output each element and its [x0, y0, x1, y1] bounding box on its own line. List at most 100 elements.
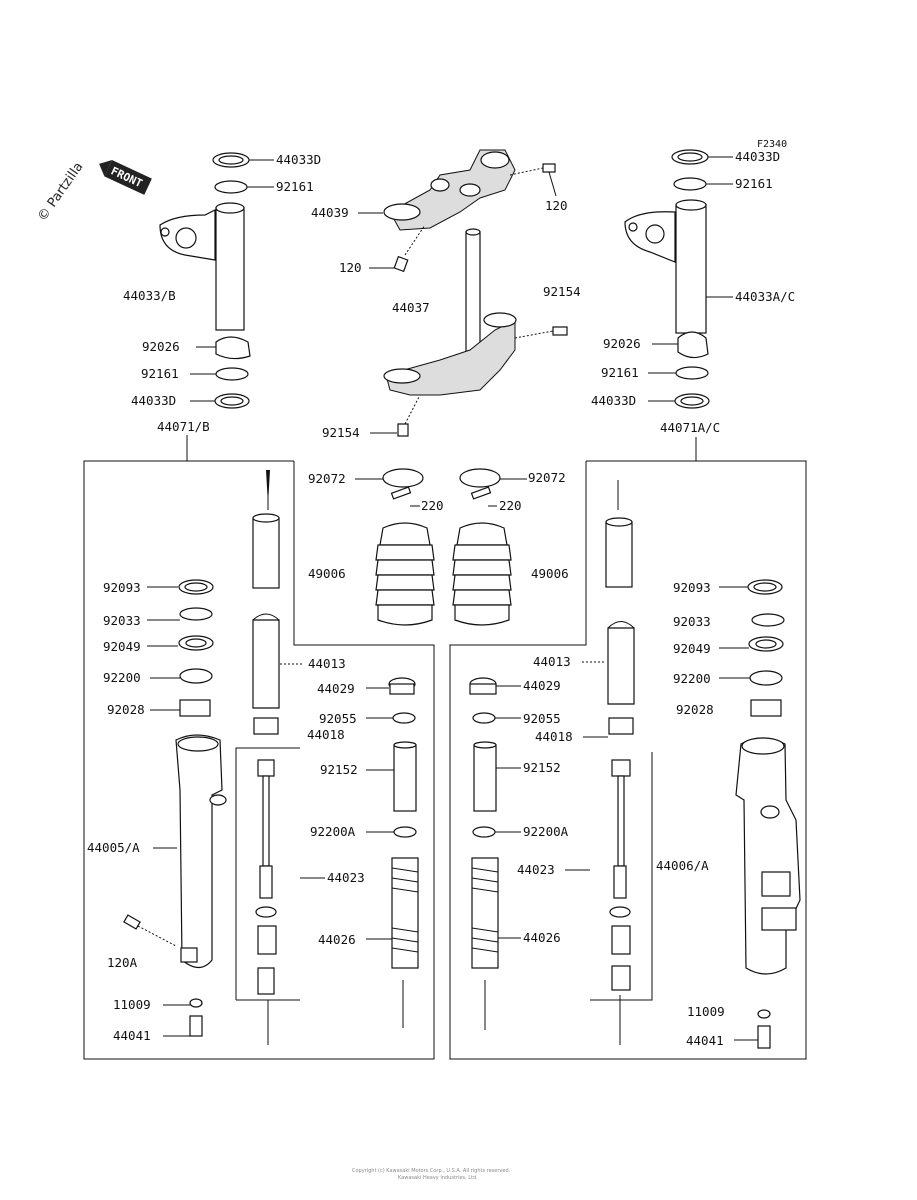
- ring-92033-left: [179, 607, 213, 621]
- label-44033b: 44033/B: [123, 288, 176, 303]
- label-220-left: 220: [421, 498, 444, 513]
- washer-92200a-right: [472, 826, 496, 838]
- label-44033d-low-right: 44033D: [591, 393, 636, 408]
- tube-upper-cut-left: [252, 517, 280, 589]
- upper-clamp-44039: [389, 149, 516, 231]
- oring-92055-left: [392, 712, 416, 724]
- washer-92200a-left: [393, 826, 417, 838]
- dust-boot-49006-right: [452, 522, 512, 626]
- label-44041-left: 44041: [113, 1028, 151, 1043]
- right-lower-group: [469, 480, 801, 1049]
- label-44013-left: 44013: [308, 656, 346, 671]
- label-44026-left: 44026: [318, 932, 356, 947]
- watermark-text: © Partzilla: [35, 160, 87, 225]
- label-92049-left: 92049: [103, 639, 141, 654]
- circlip-92161-mid-left: [215, 367, 249, 381]
- inner-tube-44033b: [215, 207, 245, 331]
- label-92026-right: 92026: [603, 336, 641, 351]
- label-44041-right: 44041: [686, 1033, 724, 1048]
- label-49006-left: 49006: [308, 566, 346, 581]
- inner-tube-44033ac: [675, 204, 707, 334]
- band-92072-right: [459, 468, 501, 488]
- label-44071b: 44071/B: [157, 419, 210, 434]
- label-49006-right: 49006: [531, 566, 569, 581]
- label-92049-right: 92049: [673, 641, 711, 656]
- circlip-92161-top-right: [673, 177, 707, 191]
- label-44013-right: 44013: [533, 654, 571, 669]
- label-11009-right: 11009: [687, 1004, 725, 1019]
- label-92093-right: 92093: [673, 580, 711, 595]
- bolt-120a: [123, 914, 141, 930]
- label-44033d-top-right: 44033D: [735, 149, 780, 164]
- label-92028-right: 92028: [676, 702, 714, 717]
- front-arrow-icon: [99, 160, 112, 177]
- label-92161-mid-right: 92161: [601, 365, 639, 380]
- bolt-92154-lower: [397, 423, 409, 437]
- bushing-92026-right: [677, 331, 709, 359]
- label-92033-right: 92033: [673, 614, 711, 629]
- left-lower-group: [123, 470, 419, 1045]
- label-92055-right: 92055: [523, 711, 561, 726]
- left-upper-group: [159, 152, 274, 461]
- label-44005a: 44005/A: [87, 840, 140, 855]
- bushing-44018-right: [608, 717, 634, 735]
- label-44006a: 44006/A: [656, 858, 709, 873]
- footer-copyright: Copyright (c) Kawasaki Motors Corp., U.S…: [352, 1168, 511, 1174]
- label-92152-left: 92152: [320, 762, 358, 777]
- tube-upper-cut-right: [605, 521, 633, 588]
- outer-tube-44005a: [175, 734, 223, 969]
- band-92072-left: [382, 468, 424, 488]
- circlip-92161-top-left: [214, 180, 248, 194]
- label-92200a-right: 92200A: [523, 824, 569, 839]
- label-92154-lower: 92154: [322, 425, 360, 440]
- bolt-120-top: [542, 163, 556, 173]
- label-92200a-left: 92200A: [310, 824, 356, 839]
- label-44029-left: 44029: [317, 681, 355, 696]
- outer-tube-44006a: [735, 737, 801, 975]
- damper-rod-44023-left: [255, 759, 277, 995]
- bolt-44041-left: [189, 1015, 203, 1037]
- bolt-120-lower: [393, 255, 409, 273]
- label-92200-left: 92200: [103, 670, 141, 685]
- washer-11009-left: [189, 998, 203, 1008]
- label-92072-right: 92072: [528, 470, 566, 485]
- dust-boot-49006-left: [375, 522, 435, 626]
- spacer-92152-right: [473, 744, 497, 812]
- washer-11009-right: [757, 1009, 771, 1019]
- spring-44026-left: [391, 857, 419, 969]
- label-120-top: 120: [545, 198, 568, 213]
- label-92161-top-left: 92161: [276, 179, 314, 194]
- steering-stem-group: [358, 149, 568, 437]
- right-upper-group: [624, 149, 733, 461]
- center-boot-group: [355, 468, 527, 626]
- label-44033d-top-left: 44033D: [276, 152, 321, 167]
- part-labels: 44033D 92161 44033/B 92026 92161 44033D …: [87, 149, 795, 1048]
- ring-92033-right: [751, 613, 785, 627]
- oring-92055-right: [472, 712, 496, 724]
- label-92161-mid-left: 92161: [141, 366, 179, 381]
- spacer-92152-left: [393, 744, 417, 812]
- washer-92200-left: [179, 668, 213, 684]
- label-92200-right: 92200: [673, 671, 711, 686]
- bolt-92154-right: [552, 326, 568, 336]
- circlip-92161-mid-right: [675, 366, 709, 380]
- bolt-44041-right: [757, 1025, 771, 1049]
- label-44026-right: 44026: [523, 930, 561, 945]
- washer-92200-right: [749, 670, 783, 686]
- label-44033d-low-left: 44033D: [131, 393, 176, 408]
- steering-stem-44037: [465, 231, 481, 358]
- bushing-92026-left: [215, 336, 251, 360]
- bushing-92028-left: [179, 699, 211, 717]
- front-badge: FRONT: [99, 160, 152, 195]
- label-92033-left: 92033: [103, 613, 141, 628]
- label-92161-top-right: 92161: [735, 176, 773, 191]
- label-92055-left: 92055: [319, 711, 357, 726]
- label-92093-left: 92093: [103, 580, 141, 595]
- label-44039: 44039: [311, 205, 349, 220]
- label-44037: 44037: [392, 300, 430, 315]
- diagram-code: F2340: [757, 139, 787, 150]
- label-92028-left: 92028: [107, 702, 145, 717]
- bushing-44018-left: [253, 717, 279, 735]
- spring-44026-right: [471, 857, 499, 969]
